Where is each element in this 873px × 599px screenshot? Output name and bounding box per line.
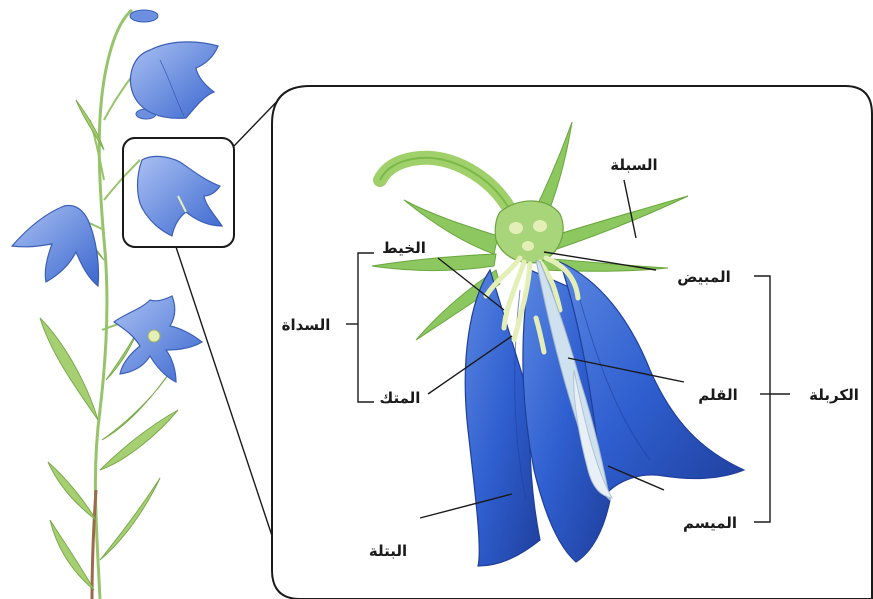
open-flower	[114, 296, 202, 382]
leaf	[100, 410, 178, 470]
bellflower	[131, 42, 218, 118]
label-petal: البتلة	[369, 542, 407, 560]
leaf	[40, 318, 98, 420]
label-stigma: الميسم	[683, 514, 737, 532]
bellflower-boxed	[138, 156, 223, 236]
main-stem	[95, 10, 132, 599]
label-filament: الخيط	[382, 239, 426, 257]
label-carpel: الكربلة	[809, 386, 859, 404]
label-stamen: السداة	[282, 316, 331, 334]
label-style: القلم	[698, 386, 737, 404]
bellflower	[12, 206, 99, 286]
label-ovary: المبيض	[677, 268, 731, 286]
leaf	[48, 462, 96, 520]
flower-bud	[130, 10, 158, 22]
label-anther: المتك	[380, 389, 421, 407]
stem-base	[92, 490, 96, 599]
label-sepal: السبلة	[610, 156, 657, 174]
leaf	[100, 478, 160, 560]
plant-illustration	[12, 10, 222, 599]
leaf	[50, 520, 94, 590]
